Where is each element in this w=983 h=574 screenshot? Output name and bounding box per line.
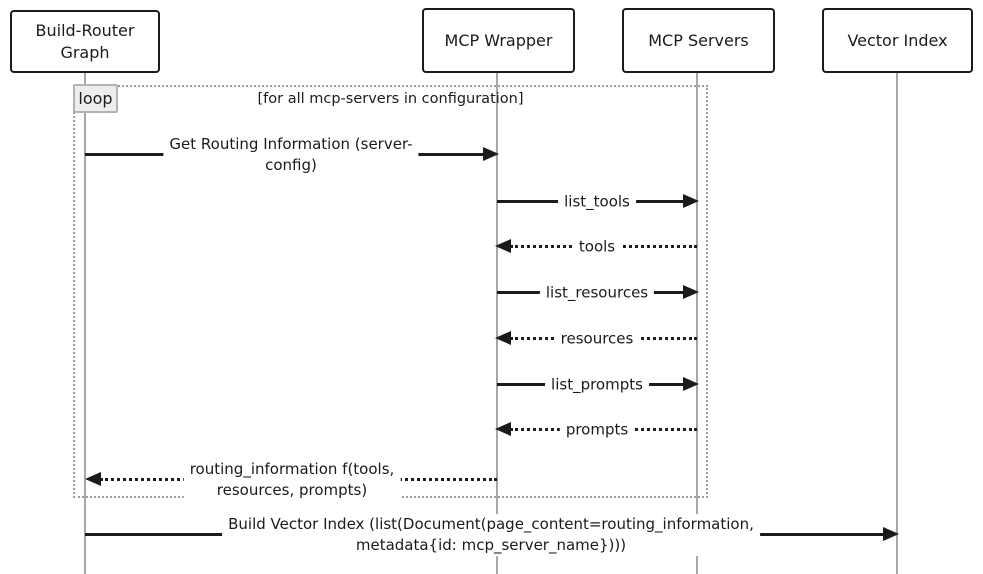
loop-tag-label: loop xyxy=(73,84,118,113)
participant-build-router-graph: Build-Router Graph xyxy=(10,10,160,73)
loop-condition: [for all mcp-servers in configuration] xyxy=(257,91,524,107)
participant-label: Vector Index xyxy=(847,30,948,50)
message-label: prompts xyxy=(559,419,635,441)
lifeline-vector-index xyxy=(896,71,898,574)
message-label: Build Vector Index (list(Document(page_c… xyxy=(222,514,760,556)
message-label: list_prompts xyxy=(545,374,649,396)
message-label: list_resources xyxy=(539,282,655,304)
arrowhead-icon xyxy=(495,331,511,345)
arrowhead-icon xyxy=(495,239,511,253)
lifeline-mcp-wrapper xyxy=(496,71,498,574)
arrowhead-icon xyxy=(85,472,101,486)
arrowhead-icon xyxy=(683,194,699,208)
message-label: Get Routing Information (server- config) xyxy=(163,134,419,176)
participant-label: MCP Servers xyxy=(648,30,749,50)
message-label: list_tools xyxy=(558,191,636,213)
participant-vector-index: Vector Index xyxy=(822,8,973,73)
participant-label: MCP Wrapper xyxy=(444,30,553,50)
loop-tag-text: loop xyxy=(78,89,113,108)
arrowhead-icon xyxy=(683,377,699,391)
arrowhead-icon xyxy=(483,147,499,161)
arrowhead-icon xyxy=(495,422,511,436)
lifeline-mcp-servers xyxy=(696,71,698,574)
message-label: routing_information f(tools, resources, … xyxy=(183,459,401,501)
participant-label: Build-Router Graph xyxy=(35,20,135,62)
arrowhead-icon xyxy=(683,285,699,299)
participant-mcp-wrapper: MCP Wrapper xyxy=(422,8,575,73)
lifeline-build-router-graph xyxy=(84,71,86,574)
message-label: tools xyxy=(572,236,622,258)
arrowhead-icon xyxy=(883,527,899,541)
message-label: resources xyxy=(554,328,640,350)
participant-mcp-servers: MCP Servers xyxy=(622,8,775,73)
